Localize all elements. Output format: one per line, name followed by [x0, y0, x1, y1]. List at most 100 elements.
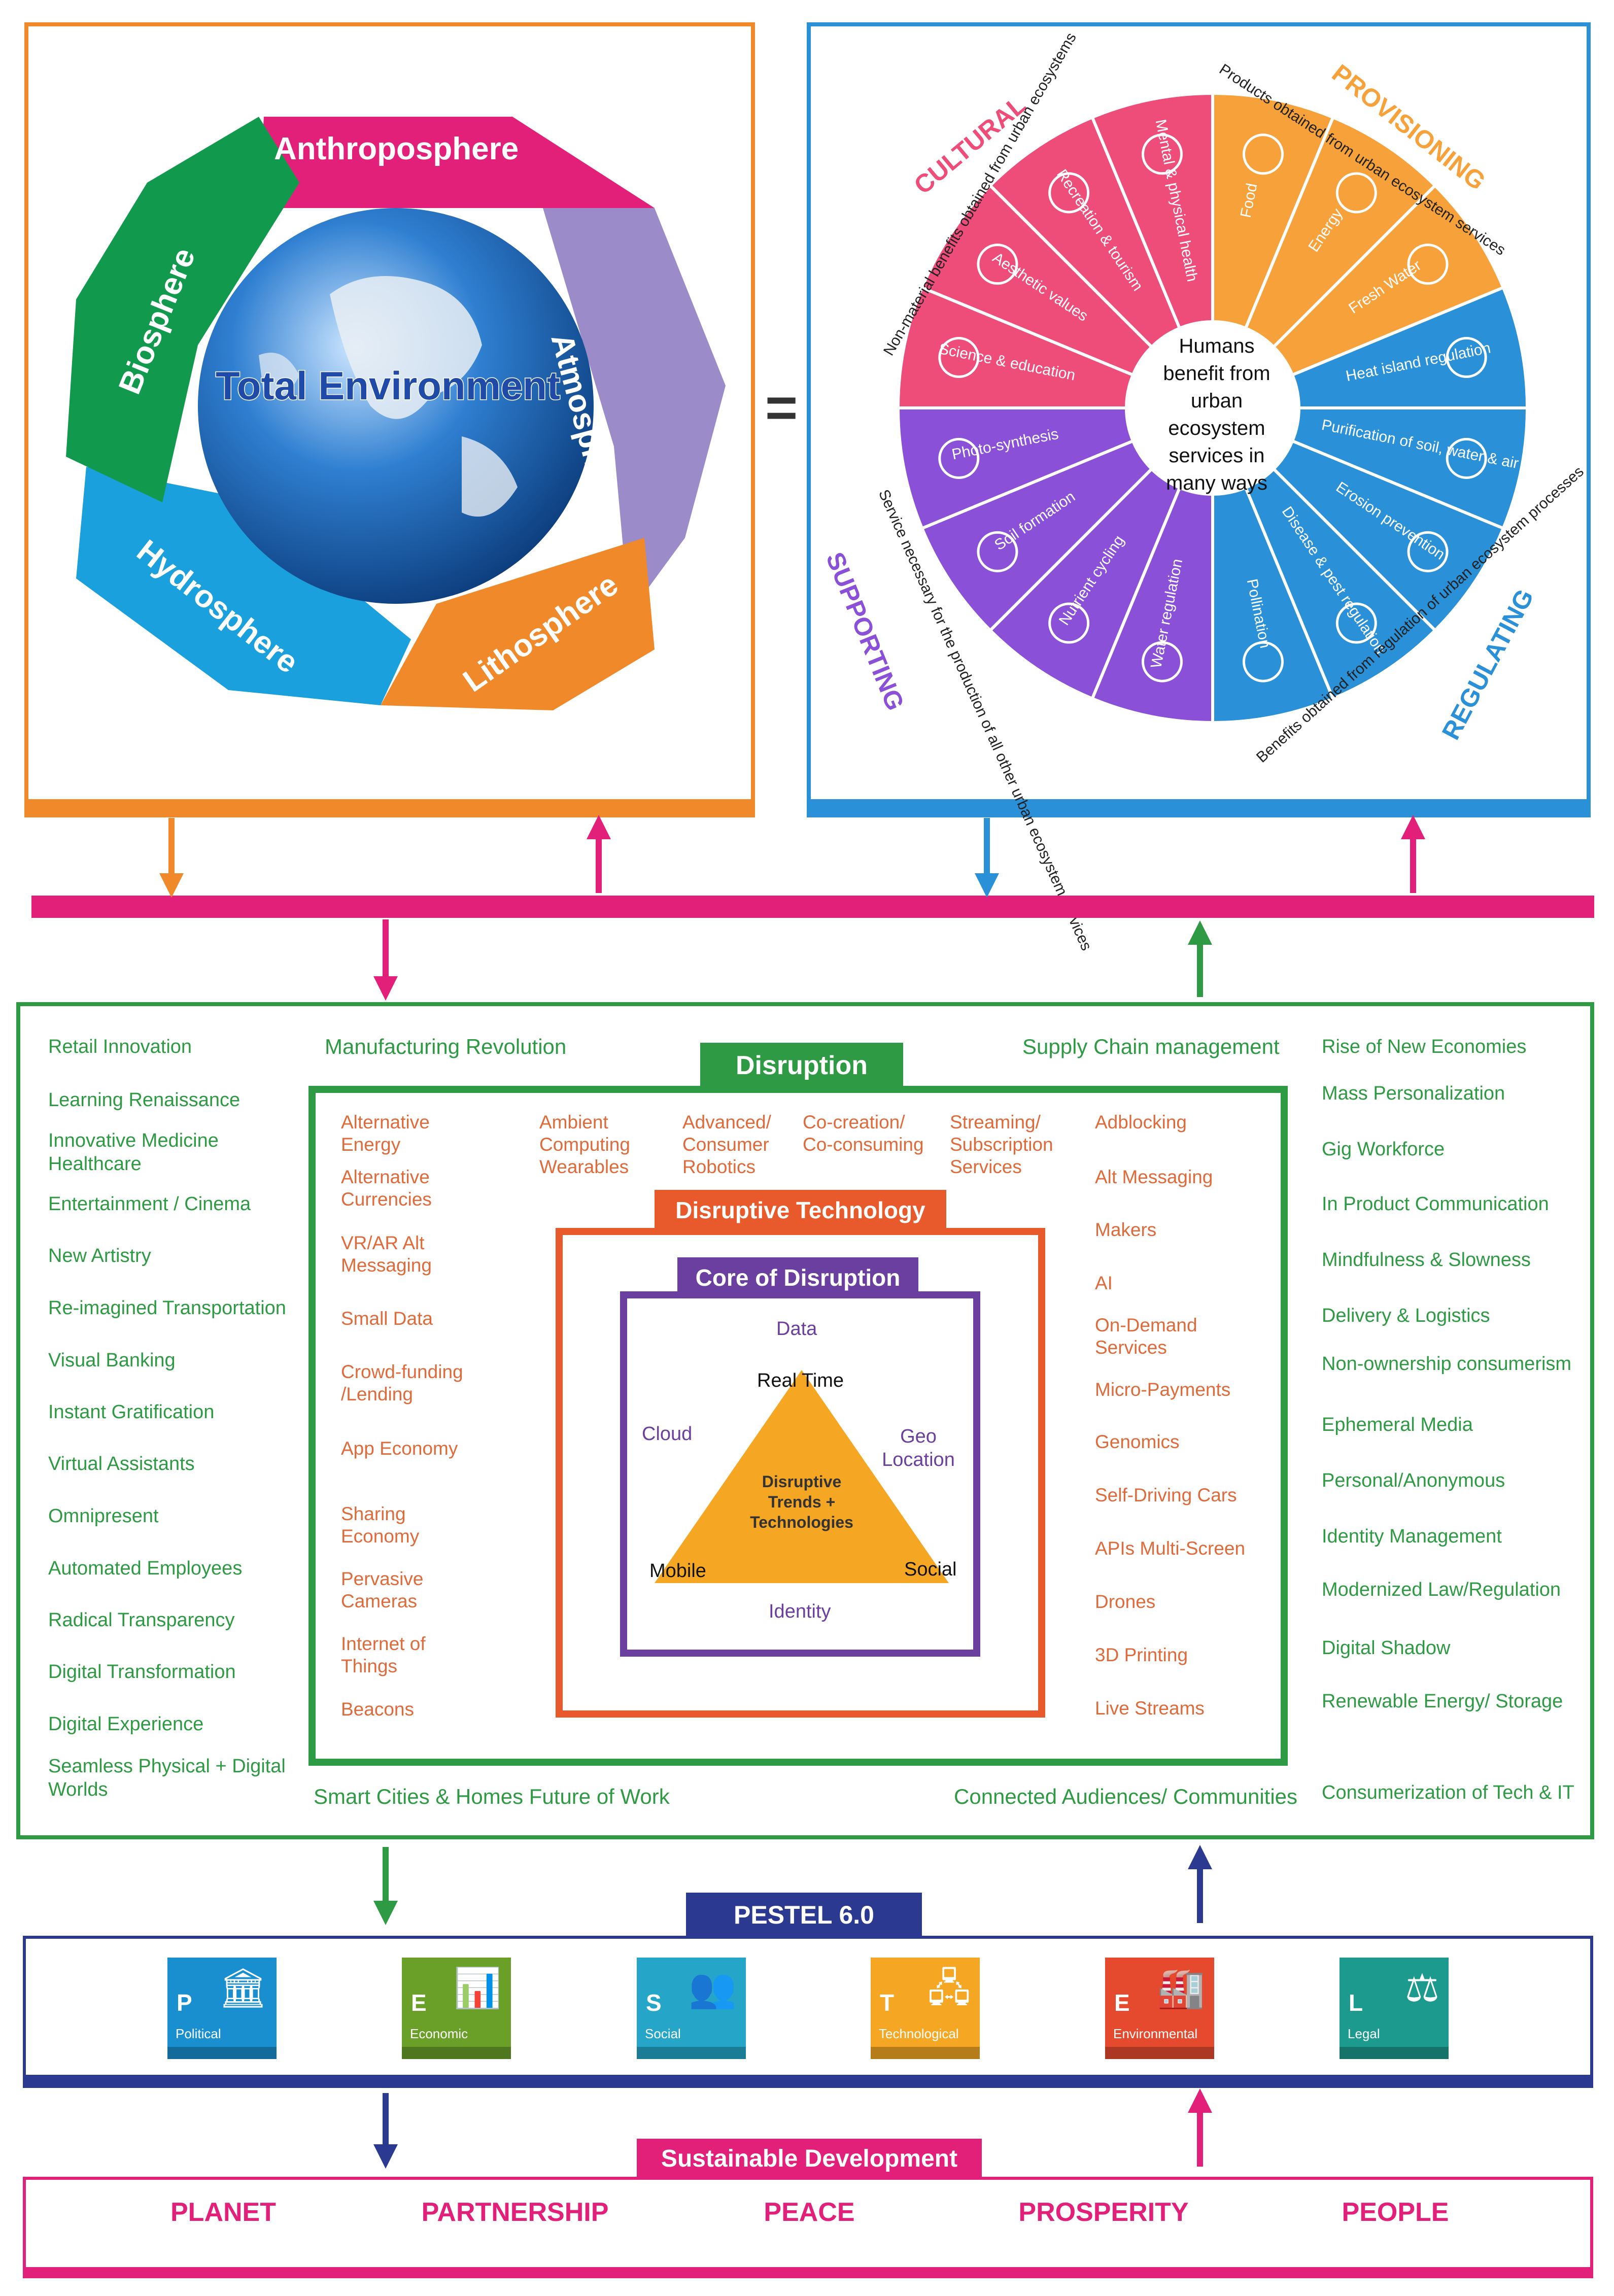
bottom-right-trend: Connected Audiences/ Communities: [954, 1785, 1298, 1808]
spheres-diagram: [66, 117, 726, 710]
trend-item: Non-ownership consumerism: [1322, 1353, 1572, 1375]
trend-item: Micro-Payments: [1095, 1379, 1231, 1400]
trend-item: Delivery & Logistics: [1322, 1305, 1490, 1326]
center-line: services in: [1169, 444, 1265, 467]
trend-item: Alt Messaging: [1095, 1167, 1213, 1187]
trend-item: Small Data: [341, 1308, 433, 1329]
trend-item: Pervasive Cameras: [341, 1568, 424, 1612]
trend-item: Alternative Currencies: [341, 1167, 432, 1210]
continent-shape: [462, 436, 518, 517]
core-triangle: [655, 1370, 949, 1583]
ecosystem-panel-bar: [807, 799, 1591, 817]
trend-item: Makers: [1095, 1219, 1157, 1240]
total-environment-panel-bar: [24, 799, 755, 817]
people-icon: 👥: [689, 1965, 737, 2010]
center-line: ecosystem: [1168, 417, 1265, 439]
center-line: urban: [1190, 390, 1243, 412]
trend-item: Renewable Energy/ Storage: [1322, 1691, 1563, 1712]
pestel-tile-bar: [167, 2047, 277, 2059]
trend-item: Visual Banking: [48, 1350, 176, 1371]
segment-icon: [938, 337, 980, 379]
pestel-word: Environmental: [1113, 2026, 1198, 2041]
segment-icon: [977, 531, 1018, 572]
pestel-word: Technological: [879, 2026, 959, 2041]
trend-item: Internet of Things: [341, 1633, 426, 1676]
scales-icon: ⚖: [1404, 1965, 1439, 2010]
trend-item: Streaming/ Subscription Services: [950, 1112, 1053, 1177]
hydrosphere-segment: [76, 467, 411, 705]
trend-item: Adblocking: [1095, 1112, 1187, 1133]
pestel-tile-technological: 🖧 T Technological: [871, 1958, 980, 2059]
pestel-box: [23, 1936, 1593, 2088]
core-cloud-label: Cloud: [642, 1423, 693, 1445]
core-mobile-label: Mobile: [649, 1560, 706, 1582]
disruptive-technology-banner: Disruptive Technology: [655, 1190, 946, 1230]
trend-item: Seamless Physical + Digital Worlds: [48, 1756, 286, 1800]
pestel-word: Social: [645, 2026, 681, 2041]
pestel-tile-bar: [1105, 2047, 1214, 2059]
pestel-letter: T: [880, 1990, 895, 2016]
trend-item: VR/AR Alt Messaging: [341, 1232, 432, 1276]
trend-item: Ephemeral Media: [1322, 1414, 1473, 1435]
trend-item: Modernized Law/Regulation: [1322, 1579, 1561, 1600]
trend-item: Digital Shadow: [1322, 1637, 1451, 1659]
core-social-label: Social: [904, 1559, 957, 1580]
trend-item: Consumerization of Tech & IT: [1322, 1782, 1574, 1803]
segment-icon: [1142, 641, 1183, 682]
anthroposphere-segment: [259, 117, 655, 208]
trend-item: Identity Management: [1322, 1526, 1502, 1547]
equals-sign: =: [765, 376, 798, 439]
trend-item: Mass Personalization: [1322, 1083, 1505, 1104]
segment-icon: [1242, 133, 1284, 175]
trend-item: Mindfulness & Slowness: [1322, 1249, 1531, 1271]
trend-item: Retail Innovation: [48, 1036, 192, 1057]
segment-icon: [1242, 641, 1284, 682]
segment-icon: [977, 244, 1018, 285]
pillar-people: PEOPLE: [1342, 2198, 1449, 2227]
trend-item: Live Streams: [1095, 1698, 1205, 1719]
trend-item: Alternative Energy: [341, 1112, 430, 1155]
trend-item: Radical Transparency: [48, 1609, 235, 1631]
core-data-label: Data: [776, 1318, 817, 1340]
network-icon: 🖧: [928, 1965, 971, 2010]
trend-item: Co-creation/ Co-consuming: [803, 1112, 924, 1155]
core-banner: Core of Disruption: [677, 1257, 918, 1298]
trend-item: Beacons: [341, 1699, 414, 1720]
trend-item: Sharing Economy: [341, 1503, 420, 1547]
anthroposphere-label: Anthroposphere: [274, 131, 519, 166]
pestel-tile-bar: [871, 2047, 980, 2059]
pestel-letter: P: [177, 1990, 192, 2016]
segment-icon: [1407, 244, 1449, 285]
pestel-word: Legal: [1348, 2026, 1380, 2041]
trend-item: Innovative Medicine Healthcare: [48, 1130, 219, 1175]
disruption-banner: Disruption: [700, 1043, 903, 1088]
trend-item: Re-imagined Transportation: [48, 1297, 286, 1319]
pillar-partnership: PARTNERSHIP: [421, 2198, 609, 2227]
sustainable-banner: Sustainable Development: [637, 2139, 982, 2179]
trend-item: Genomics: [1095, 1431, 1180, 1452]
disruption-outer-box: [16, 1002, 1594, 1839]
core-real-time-label: Real Time: [757, 1370, 844, 1391]
capitol-icon: 🏛: [218, 1965, 267, 2010]
top-left-trend: Manufacturing Revolution: [325, 1035, 567, 1058]
wheel-center: [1126, 322, 1299, 494]
trend-item: Drones: [1095, 1591, 1156, 1612]
trend-item: On-Demand Services: [1095, 1315, 1197, 1358]
trend-item: Learning Renaissance: [48, 1089, 241, 1111]
segment-icon: [1446, 337, 1487, 379]
segment-icon: [938, 437, 980, 479]
pestel-letter: S: [646, 1990, 662, 2016]
trend-item: New Artistry: [48, 1245, 151, 1266]
segment-icon: [1335, 172, 1377, 214]
pestel-tile-bar: [402, 2047, 511, 2059]
trend-item: Ambient Computing Wearables: [539, 1112, 630, 1177]
bottom-left-trend: Smart Cities & Homes Future of Work: [314, 1785, 670, 1808]
continent-shape: [330, 276, 482, 419]
pestel-word: Political: [176, 2026, 221, 2041]
total-environment-title: Total Environment: [215, 363, 561, 409]
